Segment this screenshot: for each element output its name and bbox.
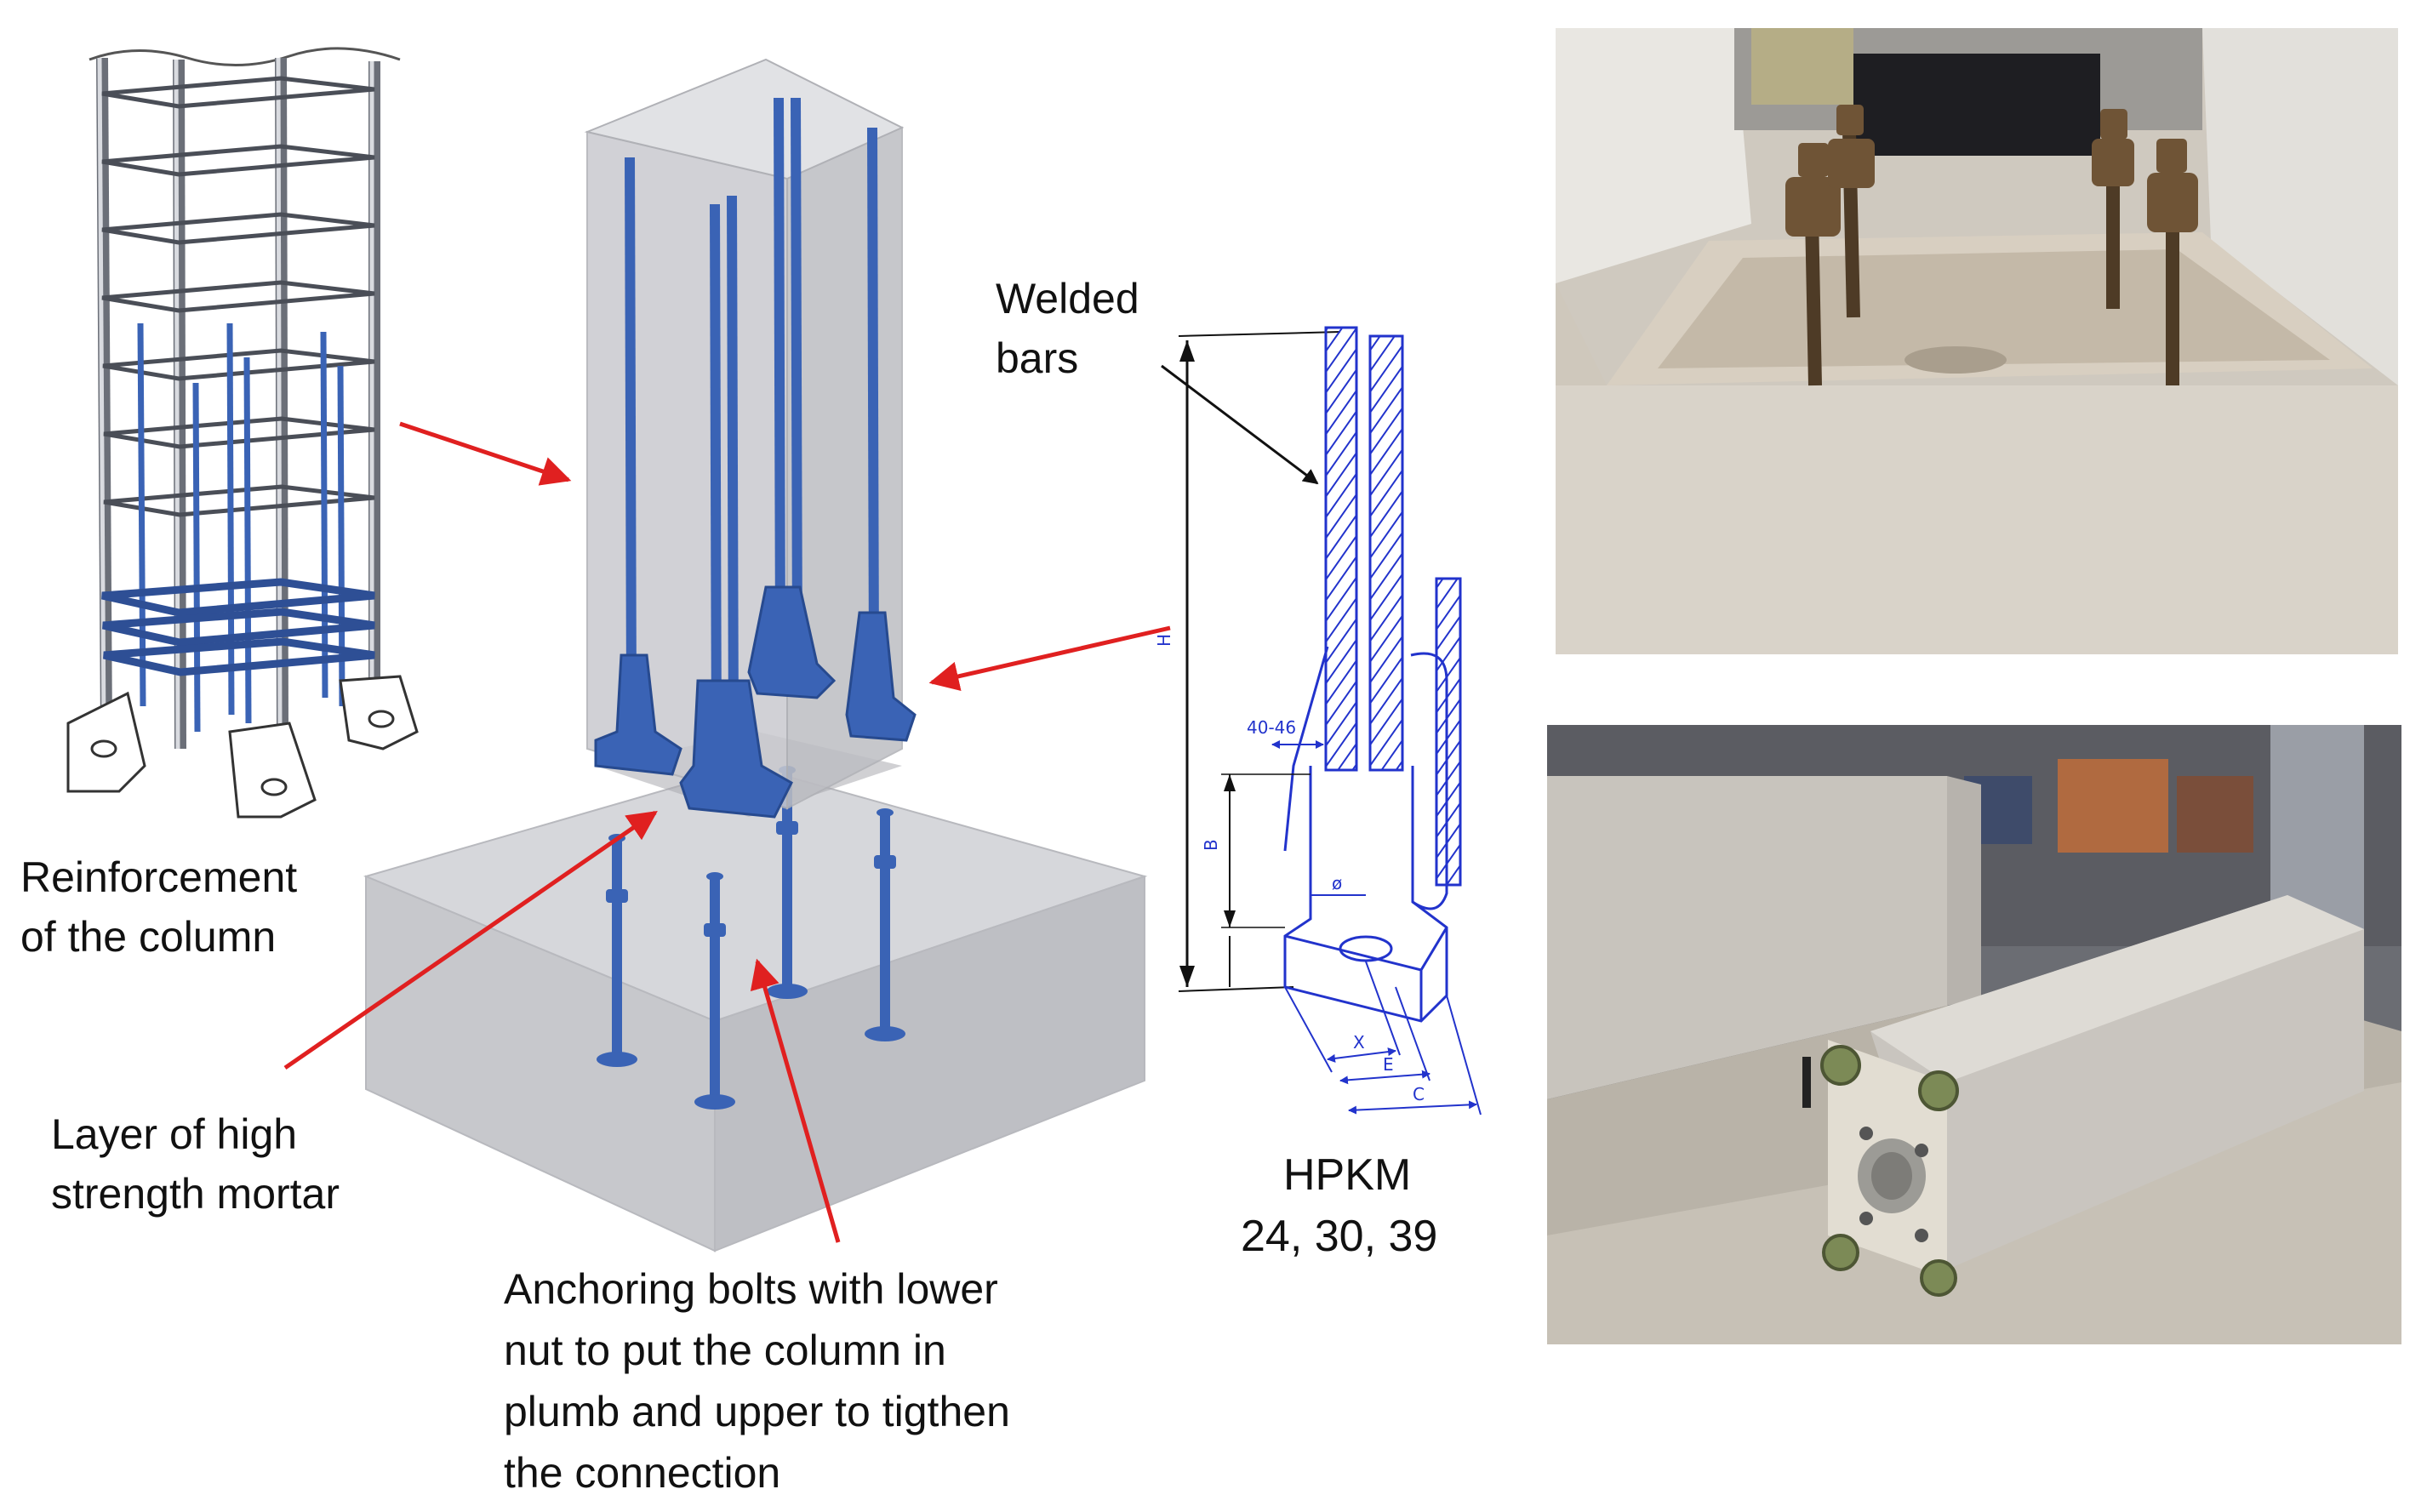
- hpkm-technical-drawing: H B 40-46 ø: [1154, 326, 1482, 1115]
- column-top-face: [584, 58, 905, 180]
- svg-text:plumb and upper to tigthen: plumb and upper to tigthen: [504, 1388, 1010, 1435]
- label-mortar: Layer of high strength mortar: [51, 1110, 340, 1218]
- svg-text:Layer of high: Layer of high: [51, 1110, 297, 1158]
- dim-c: C: [1413, 1084, 1425, 1104]
- dim-diameter: ø: [1332, 873, 1342, 893]
- arrow-to-bolts: [750, 958, 841, 1243]
- dim-spacing: 40-46: [1247, 717, 1296, 738]
- photo-precast-column-base: [1547, 725, 2401, 1344]
- callout-arrows: [283, 421, 1171, 1243]
- svg-text:strength mortar: strength mortar: [51, 1170, 340, 1218]
- arrow-drawing-to-shoe: [928, 625, 1171, 692]
- svg-text:nut to put the column in: nut to put the column in: [504, 1327, 946, 1374]
- arrow-welded-bars: [1161, 364, 1319, 485]
- anchor-bolts: [612, 770, 890, 1098]
- dim-x: X: [1353, 1032, 1365, 1053]
- svg-text:Reinforcement: Reinforcement: [20, 853, 297, 901]
- arrow-to-mortar: [283, 810, 658, 1070]
- dim-height-h: H: [1154, 634, 1174, 647]
- label-reinforcement: Reinforcement of the column: [20, 853, 297, 961]
- foundation-right-face: [714, 875, 1145, 1252]
- svg-text:Anchoring bolts with lower: Anchoring bolts with lower: [504, 1265, 998, 1313]
- svg-text:Welded: Welded: [996, 275, 1139, 322]
- svg-text:of the column: of the column: [20, 913, 276, 961]
- reinforcement-cage-illustration: [66, 47, 419, 819]
- label-hpkm: HPKM 24, 30, 39: [1241, 1150, 1437, 1261]
- svg-text:bars: bars: [996, 334, 1078, 382]
- arrow-cage-to-column: [399, 421, 572, 486]
- column-connection-3d-illustration: [363, 58, 1148, 1252]
- dim-e: E: [1383, 1054, 1394, 1075]
- svg-text:24, 30, 39: 24, 30, 39: [1241, 1212, 1437, 1261]
- svg-text:HPKM: HPKM: [1283, 1150, 1411, 1200]
- label-anchoring-bolts: Anchoring bolts with lower nut to put th…: [504, 1265, 1010, 1497]
- photo-foundation-anchor-bolts: [1556, 28, 2398, 654]
- label-welded-bars: Welded bars: [996, 275, 1139, 382]
- svg-text:the connection: the connection: [504, 1449, 780, 1497]
- dim-height-b: B: [1201, 839, 1221, 851]
- column-shoes: [594, 585, 917, 819]
